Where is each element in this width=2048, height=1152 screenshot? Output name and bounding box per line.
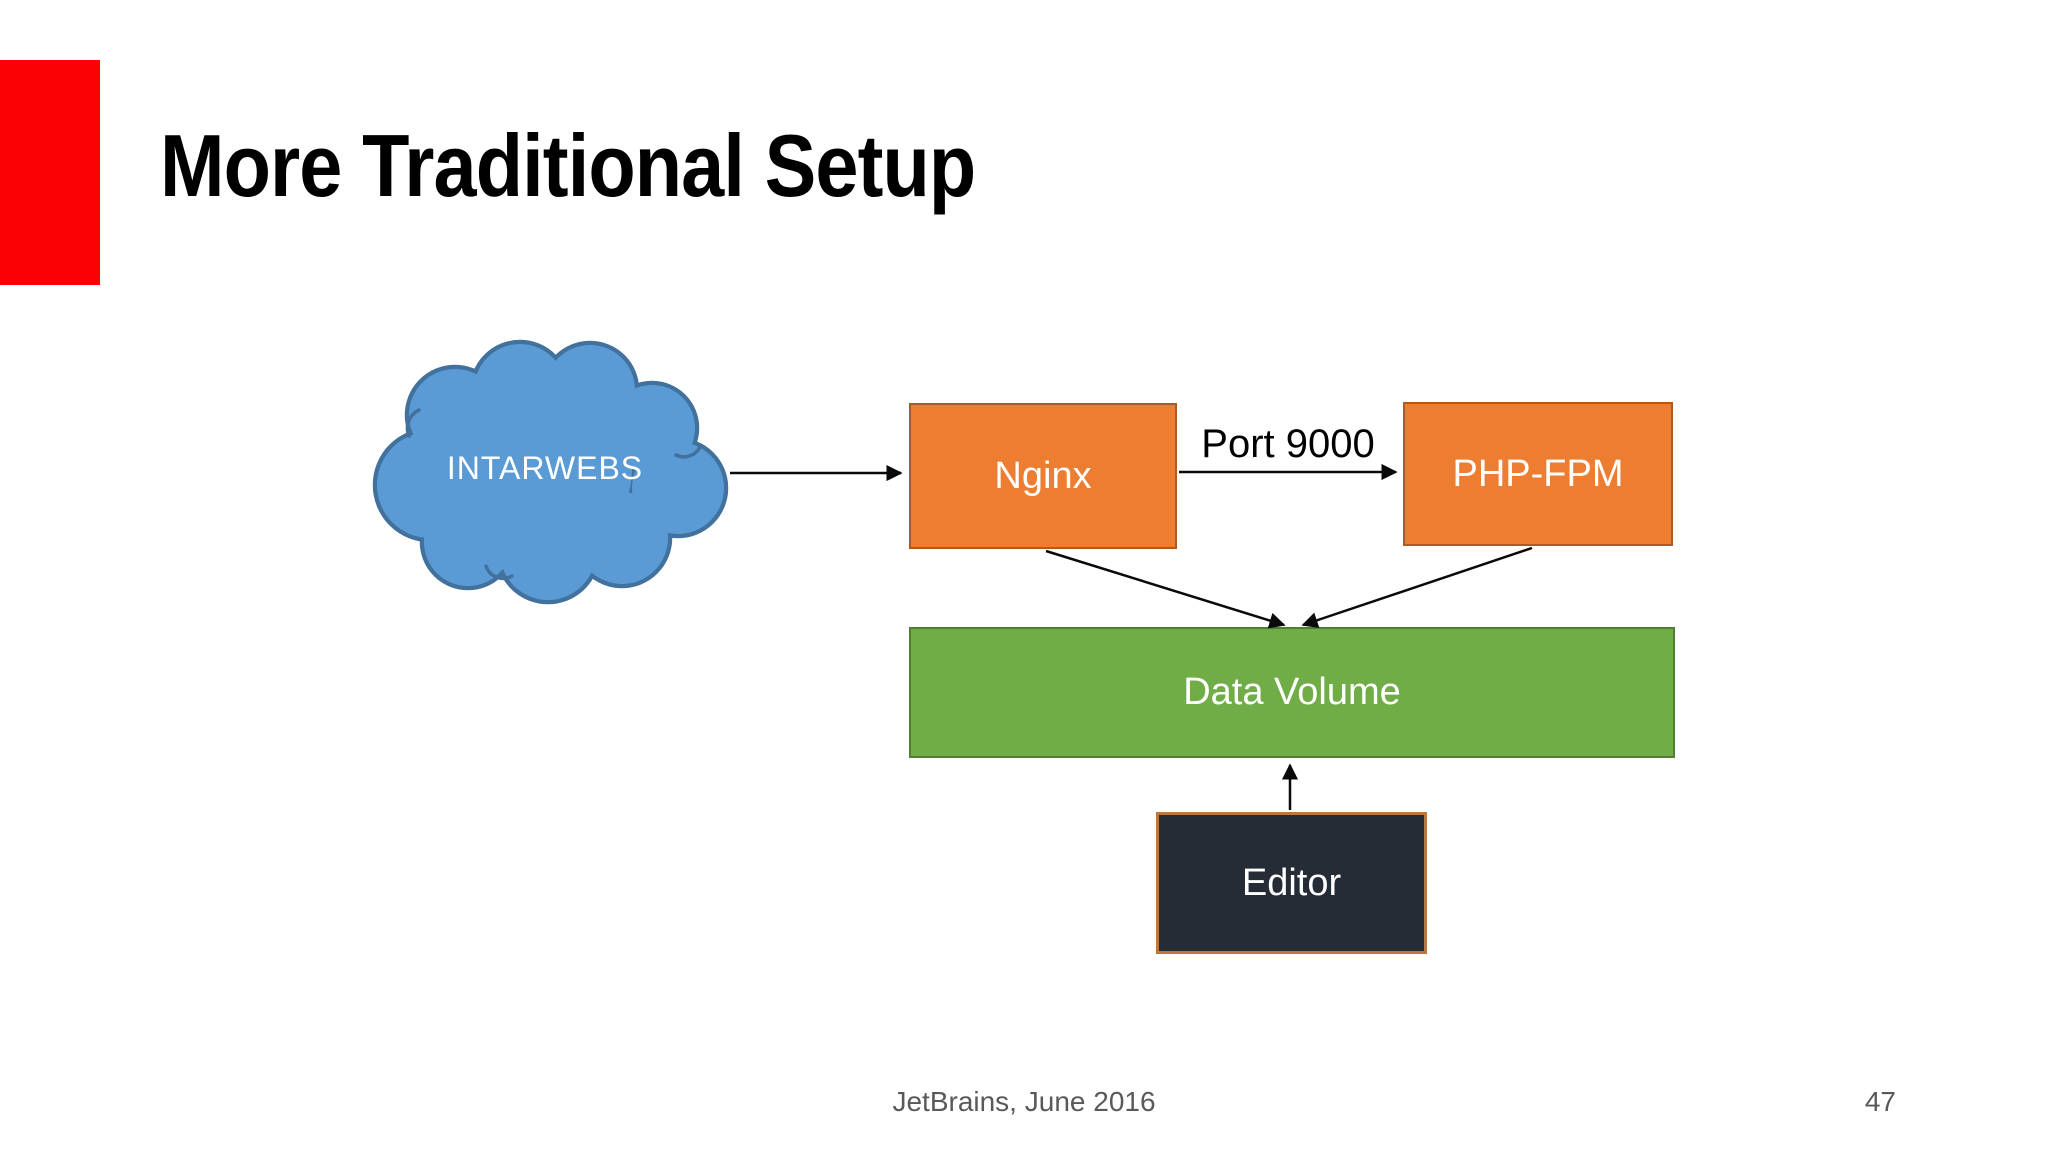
nginx-box: Nginx — [909, 403, 1177, 549]
footer-credit: JetBrains, June 2016 — [892, 1086, 1156, 1117]
red-accent-bar — [0, 60, 100, 285]
port-9000-label: Port 9000 — [1201, 422, 1375, 466]
editor-box: Editor — [1156, 812, 1427, 954]
arrow-phpfpm-to-datavolume — [1301, 546, 1533, 629]
cloud-label: INTARWEBS — [446, 450, 644, 486]
nginx-label: Nginx — [994, 454, 1092, 497]
page-number: 47 — [1864, 1086, 1896, 1117]
php-fpm-box: PHP-FPM — [1403, 402, 1673, 546]
editor-label: Editor — [1241, 861, 1342, 904]
slide-title: More Traditional Setup — [160, 116, 976, 215]
arrow-nginx-to-datavolume — [1045, 549, 1286, 629]
data-volume-box: Data Volume — [909, 627, 1675, 758]
data-volume-label: Data Volume — [1183, 671, 1401, 713]
php-fpm-label: PHP-FPM — [1452, 452, 1624, 495]
